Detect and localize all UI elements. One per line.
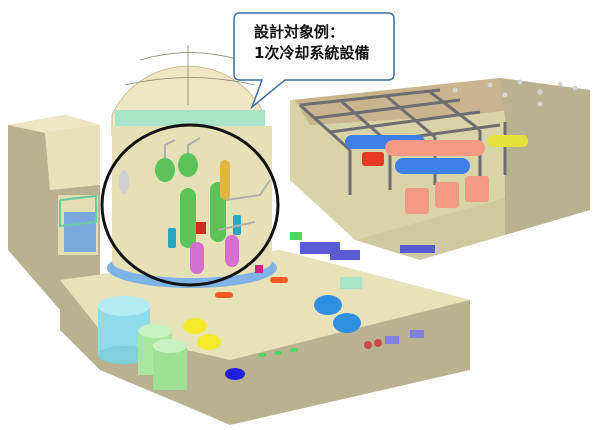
coolant-pump-left	[168, 228, 176, 248]
callout-line-1: 設計対象例：	[254, 23, 345, 41]
steam-generators	[155, 153, 230, 248]
tank-yellow-2	[197, 334, 221, 350]
storage-tanks	[98, 296, 221, 390]
turbine-lower	[395, 158, 470, 174]
left-building	[8, 115, 100, 310]
tank-yellow-1	[183, 318, 207, 334]
turbine-red-unit	[362, 152, 384, 166]
turbine-floor-equipment	[400, 245, 435, 253]
callout-line-2: 1次冷却系統設備	[254, 44, 370, 62]
tank-green-1	[138, 324, 172, 338]
condensers	[405, 176, 489, 214]
highlight-circle	[100, 123, 280, 287]
polar-crane	[115, 110, 265, 126]
tank-dark-blue	[225, 368, 245, 380]
containment-dome	[111, 45, 265, 136]
tank-cyan	[98, 296, 150, 316]
pressurizer-left	[190, 242, 204, 274]
callout-text: 設計対象例： 1次冷却系統設備	[254, 22, 394, 64]
tank-green-2	[153, 339, 187, 353]
callout-bubble	[233, 12, 395, 110]
turbine-building	[290, 78, 590, 260]
roof-vents	[452, 79, 578, 107]
containment-interior	[107, 126, 277, 288]
hatch	[119, 170, 129, 194]
pressurizer-right	[225, 235, 239, 267]
generator	[488, 135, 528, 147]
auxiliary-equipment	[215, 232, 424, 380]
pipes	[164, 137, 271, 231]
turbine-salmon	[385, 140, 485, 156]
reactor-vessel	[196, 222, 206, 234]
tank-blue-2	[333, 313, 361, 333]
tank-blue-1	[314, 295, 342, 315]
